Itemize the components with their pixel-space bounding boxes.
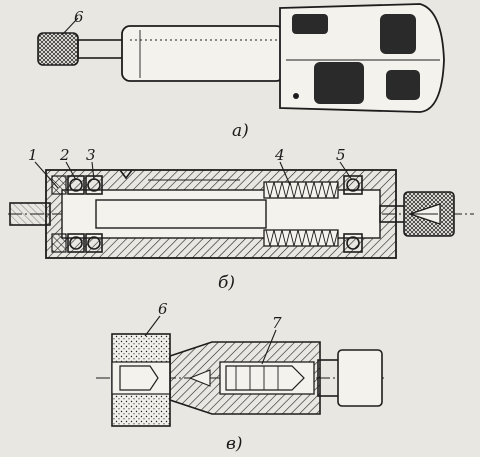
spindle-body-view-a [121,25,285,82]
wheel-6-view-a [37,32,79,66]
callout-6-view-c: 6 [158,300,168,318]
rotor-winding-4 [263,181,339,199]
callout-6-view-a: 6 [74,8,84,26]
caption-c: в) [226,434,243,454]
callout-4: 4 [274,146,285,164]
view-a: 6 а) [37,3,445,141]
spindle-shaft [95,199,267,229]
callout-7: 7 [272,314,282,332]
callout-1: 1 [28,146,38,164]
callout-5: 5 [336,146,346,164]
bearing-5 [343,175,363,195]
bearing-2 [67,175,85,195]
callout-2: 2 [59,146,70,164]
collet-7 [225,365,305,391]
caption-b: б) [218,273,235,293]
view-b: 1 2 3 4 5 б) [8,146,474,293]
caption-a: а) [232,121,249,141]
view-c: 6 7 в) [96,300,384,454]
callout-3: 3 [86,146,96,164]
bearing-1 [51,175,67,195]
